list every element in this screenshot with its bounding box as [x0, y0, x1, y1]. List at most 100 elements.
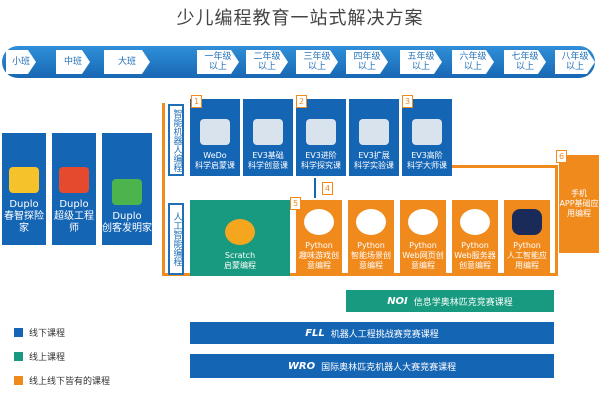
legend-swatch [14, 352, 23, 361]
band-wro: WRO 国际奥林匹克机器人大赛竞赛课程 [190, 354, 554, 378]
cloud-icon [460, 209, 490, 235]
grade-7: 五年级以上 [400, 50, 442, 74]
band-noi-text: 信息学奥林匹克竞赛课程 [413, 297, 513, 308]
connector-vertical [162, 103, 165, 275]
duplo-blocks-icon [59, 167, 89, 193]
connector-app [555, 165, 558, 276]
course-desc: APP基础应用编程 [559, 199, 599, 218]
grade-9: 七年级以上 [504, 50, 546, 74]
robot-course-ev3-advanced: EV3进阶 科学探究课 [296, 99, 346, 176]
duplo-3-name: Duplo [112, 211, 142, 222]
noi-logo: NOI [387, 295, 408, 307]
band-wro-text: 国际奥林匹克机器人大赛竞赛课程 [321, 362, 457, 373]
robot-course-wedo: WeDo 科学启蒙课 [190, 99, 240, 176]
duplo-blocks-icon [112, 179, 142, 205]
course-name: EV3扩展 [358, 151, 390, 160]
scratch-course: Scratch 启蒙编程 [190, 200, 290, 276]
course-name: Python [513, 241, 541, 250]
course-name: Scratch [224, 251, 256, 260]
duplo-2-name: Duplo [59, 199, 89, 210]
robot-icon [359, 119, 389, 145]
legend-offline: 线下课程 [14, 326, 65, 339]
python-course-scene: Python 智能场景创意编程 [348, 200, 394, 276]
grade-5: 三年级以上 [296, 50, 338, 74]
legend-swatch [14, 376, 23, 385]
step-marker-5: 5 [290, 197, 301, 210]
course-desc: 智能场景创意编程 [351, 251, 391, 270]
course-desc: 科学创意课 [248, 161, 288, 170]
robot-icon [412, 119, 442, 145]
duplo-3-desc: 创客发明家 [102, 223, 152, 234]
course-name: 手机 [571, 189, 587, 198]
robot-course-ev3-master: EV3高阶 科学大师课 [402, 99, 452, 176]
course-name: Python [357, 241, 385, 250]
browser-icon [408, 209, 438, 235]
python-icon [356, 209, 386, 235]
python-course-ai: Python 人工智能应用编程 [504, 200, 550, 276]
connector-top [450, 165, 557, 168]
wro-logo: WRO [287, 360, 316, 372]
band-fll: FLL 机器人工程挑战赛竞赛课程 [190, 322, 554, 344]
course-desc: 科学实验课 [354, 161, 394, 170]
course-desc: 人工智能应用编程 [507, 251, 547, 270]
python-course-server: Python Web服务器创意编程 [452, 200, 498, 276]
duplo-2-desc: 超级工程师 [54, 211, 94, 234]
robot-head-icon [512, 209, 542, 235]
course-desc: Web网页创意编程 [402, 251, 444, 270]
duplo-course-3: Duplo 创客发明家 [102, 133, 152, 245]
duplo-course-2: Duplo 超级工程师 [52, 133, 96, 245]
robot-course-ev3-extended: EV3扩展 科学实验课 [349, 99, 399, 176]
duplo-blocks-icon [9, 167, 39, 193]
step-marker-4: 4 [322, 182, 333, 195]
band-fll-text: 机器人工程挑战赛竞赛课程 [330, 329, 439, 340]
duplo-course-1: Duplo 春智探险家 [2, 133, 46, 245]
grade-8: 六年级以上 [452, 50, 494, 74]
duplo-1-name: Duplo [9, 199, 39, 210]
course-desc: Web服务器创意编程 [454, 251, 496, 270]
side-label-ai: 人工智能编程 [168, 203, 184, 275]
robot-icon [200, 119, 230, 145]
grade-2: 大班 [104, 50, 150, 74]
course-name: EV3进阶 [305, 151, 337, 160]
course-name: WeDo [203, 151, 227, 160]
legend-label: 线下课程 [29, 329, 66, 339]
course-name: Python [305, 241, 333, 250]
page-title: 少儿编程教育一站式解决方案 [176, 8, 424, 29]
duplo-1-desc: 春智探险家 [4, 211, 44, 234]
course-desc: 趣味游戏创意编程 [299, 251, 339, 270]
python-course-game: Python 趣味游戏创意编程 [296, 200, 342, 276]
course-name: EV3高阶 [411, 151, 443, 160]
legend-label: 线上课程 [29, 353, 66, 363]
step-marker-1: 1 [191, 95, 202, 108]
robot-icon [253, 119, 283, 145]
course-desc: 科学大师课 [407, 161, 447, 170]
grade-3: 一年级以上 [197, 50, 239, 74]
legend-label: 线上线下皆有的课程 [29, 377, 111, 387]
legend-swatch [14, 328, 23, 337]
course-desc: 科学启蒙课 [195, 161, 235, 170]
side-label-robot: 智能机器人编程 [168, 104, 184, 176]
grade-4: 二年级以上 [246, 50, 288, 74]
app-course: 手机 APP基础应用编程 [559, 155, 599, 253]
fll-logo: FLL [305, 327, 325, 339]
legend-online: 线上课程 [14, 350, 65, 363]
python-icon [304, 209, 334, 235]
grade-6: 四年级以上 [346, 50, 388, 74]
scratch-cat-icon [225, 219, 255, 245]
grade-10: 八年级以上 [555, 50, 595, 74]
course-desc: 启蒙编程 [224, 261, 256, 270]
link-arrow [314, 178, 316, 198]
grade-1: 中班 [56, 50, 90, 74]
band-noi: NOI 信息学奥林匹克竞赛课程 [346, 290, 554, 312]
step-marker-2: 2 [296, 95, 307, 108]
course-desc: 科学探究课 [301, 161, 341, 170]
legend-both: 线上线下皆有的课程 [14, 374, 110, 387]
course-name: EV3基础 [252, 151, 284, 160]
python-course-web: Python Web网页创意编程 [400, 200, 446, 276]
robot-icon [306, 119, 336, 145]
step-marker-3: 3 [402, 95, 413, 108]
step-marker-6: 6 [556, 150, 567, 163]
course-name: Python [409, 241, 437, 250]
robot-course-ev3-basic: EV3基础 科学创意课 [243, 99, 293, 176]
course-name: Python [461, 241, 489, 250]
